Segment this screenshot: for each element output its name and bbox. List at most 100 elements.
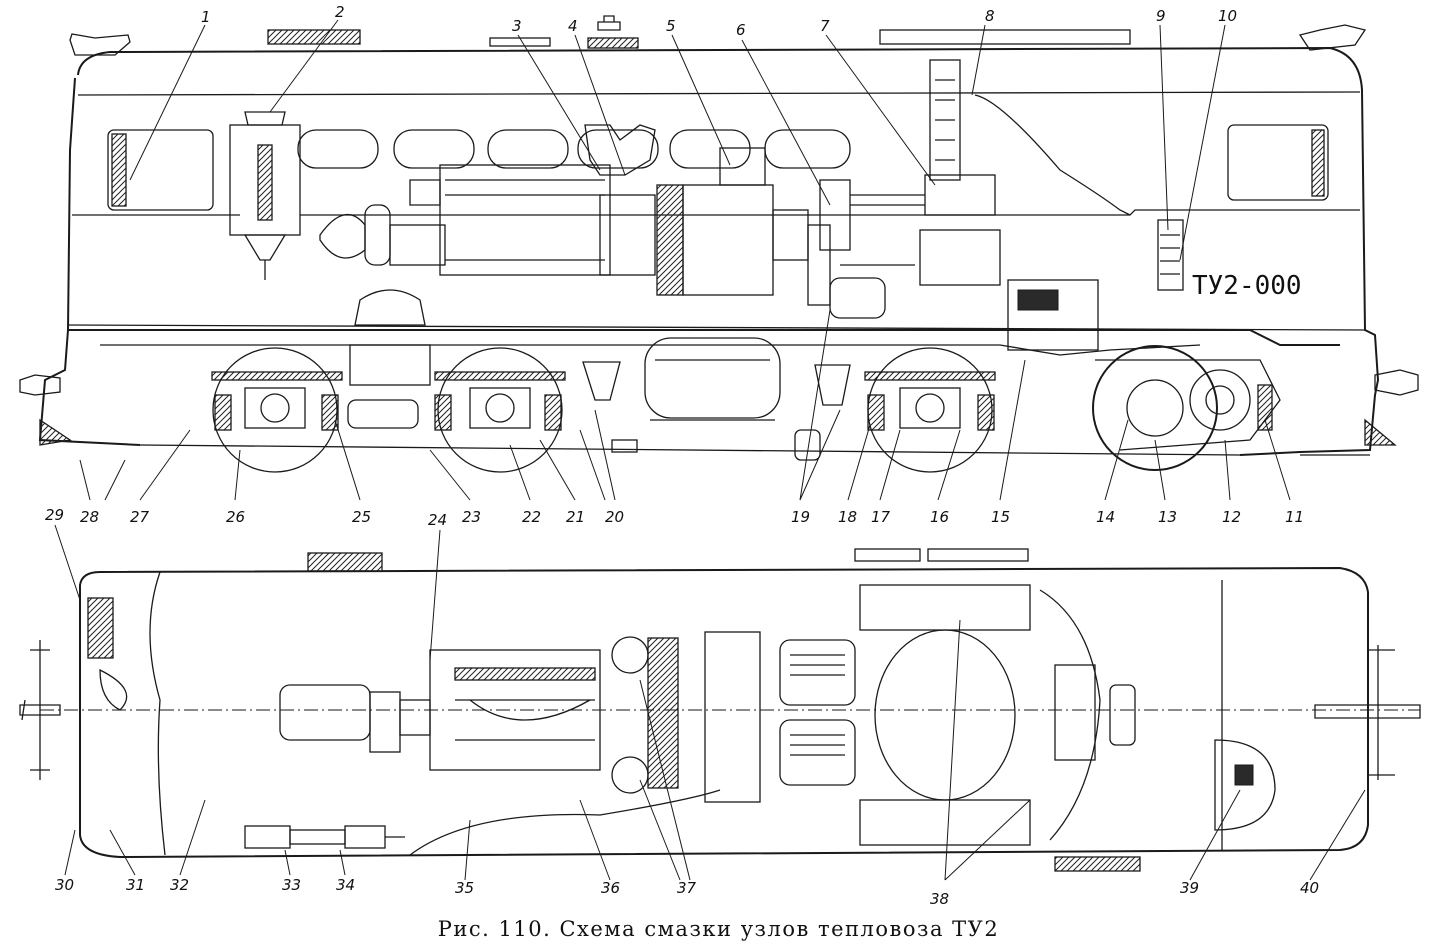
plan-radiator xyxy=(647,637,679,789)
roof-vent-left xyxy=(267,29,361,45)
axle-box-3 xyxy=(899,387,961,429)
cardan-shaft xyxy=(1157,219,1184,291)
side-view: ТУ2-000 xyxy=(19,15,1419,473)
callout-1: 1 xyxy=(201,8,211,26)
turbo xyxy=(599,194,656,276)
callout-14: 14 xyxy=(1096,508,1115,526)
plan-fuel-cap-top xyxy=(859,584,1031,631)
callout-35: 35 xyxy=(455,879,474,897)
callout-39: 39 xyxy=(1180,879,1199,897)
callout-15: 15 xyxy=(991,508,1010,526)
callout-23: 23 xyxy=(462,508,481,526)
axle-gearbox xyxy=(1007,279,1099,351)
callout-6: 6 xyxy=(736,21,746,39)
axle-box-1 xyxy=(244,387,306,429)
plan-roof-vent xyxy=(307,552,383,572)
callout-22: 22 xyxy=(522,508,541,526)
figure-caption: Рис. 110. Схема смазки узлов тепловоза Т… xyxy=(437,917,1000,941)
callout-29: 29 xyxy=(45,506,64,524)
callout-32: 32 xyxy=(170,876,189,894)
engine-flywheel xyxy=(364,204,391,266)
plan-coupler-left xyxy=(30,640,50,780)
body-window-5 xyxy=(669,129,751,169)
wheel-1 xyxy=(212,347,338,473)
callout-31: 31 xyxy=(126,876,145,894)
callout-37: 37 xyxy=(677,879,697,897)
callout-4: 4 xyxy=(568,17,578,35)
callout-26: 26 xyxy=(226,508,245,526)
leaf-spring-mid xyxy=(434,371,566,381)
radiator-core xyxy=(656,184,684,296)
horn-right xyxy=(1298,24,1367,51)
cab-marking: ТУ2-000 xyxy=(1192,271,1302,301)
axle-box-2 xyxy=(469,387,531,429)
plan-view xyxy=(19,548,1421,872)
sandbox-1 xyxy=(582,361,621,401)
buffer-left xyxy=(19,374,61,396)
callout-9: 9 xyxy=(1156,7,1166,25)
callout-33: 33 xyxy=(282,876,301,894)
callout-19: 19 xyxy=(791,508,810,526)
fan-gearbox xyxy=(924,174,996,216)
callout-34: 34 xyxy=(336,876,355,894)
callout-40: 40 xyxy=(1300,879,1319,897)
callout-38: 38 xyxy=(930,890,949,908)
plan-step-right xyxy=(1054,856,1141,872)
sandbox-2 xyxy=(814,364,851,406)
callout-16: 16 xyxy=(930,508,949,526)
callout-18: 18 xyxy=(838,508,857,526)
callout-8: 8 xyxy=(985,7,995,25)
plan-generator xyxy=(279,684,371,741)
gear-wheel xyxy=(1189,369,1251,431)
drive-wheel xyxy=(1092,345,1218,471)
plan-body-outline xyxy=(79,566,1369,859)
fan-shaft xyxy=(929,59,961,181)
roof-horn xyxy=(587,37,639,49)
callout-36: 36 xyxy=(601,879,620,897)
compressor xyxy=(829,277,886,319)
engine-block-front xyxy=(389,224,446,266)
callout-25: 25 xyxy=(352,508,371,526)
callout-7: 7 xyxy=(820,17,830,35)
leader-lines xyxy=(54,19,1366,881)
horn-left xyxy=(69,33,131,56)
callout-13: 13 xyxy=(1158,508,1177,526)
main-generator xyxy=(682,184,774,296)
body-window-3 xyxy=(487,129,569,169)
callout-11: 11 xyxy=(1285,508,1304,526)
wheel-2 xyxy=(437,347,563,473)
sand-dome xyxy=(354,289,426,326)
callout-30: 30 xyxy=(55,876,74,894)
callout-5: 5 xyxy=(666,17,676,35)
cab-window-right xyxy=(1227,124,1329,201)
wheel-3 xyxy=(867,347,993,473)
body-window-4 xyxy=(577,129,659,169)
callout-27: 27 xyxy=(130,508,150,526)
callout-17: 17 xyxy=(871,508,891,526)
callout-20: 20 xyxy=(605,508,624,526)
callout-12: 12 xyxy=(1222,508,1241,526)
brake-compressor-motor xyxy=(919,229,1001,286)
roof-box xyxy=(879,29,1131,45)
engine-block xyxy=(439,164,611,276)
plan-fuel-cap-bottom xyxy=(859,799,1031,846)
plan-fan xyxy=(874,629,1016,801)
plan-coupler-right xyxy=(1368,645,1395,780)
plan-cooler-1 xyxy=(779,639,856,706)
body-window-2 xyxy=(393,129,475,169)
callout-3: 3 xyxy=(512,17,522,35)
buffer-right xyxy=(1374,369,1419,396)
plan-drive-unit xyxy=(244,825,291,849)
callout-21: 21 xyxy=(566,508,585,526)
callout-labels: 1 2 3 4 5 6 7 8 9 10 11 12 13 14 15 16 1… xyxy=(45,3,1319,908)
fuel-tank xyxy=(644,337,781,419)
callout-24: 24 xyxy=(428,511,447,529)
callout-10: 10 xyxy=(1218,7,1237,25)
leaf-spring-right xyxy=(864,371,996,381)
body-window-1 xyxy=(297,129,379,169)
callout-28: 28 xyxy=(80,508,99,526)
side-body-outline xyxy=(38,46,1380,456)
plan-engine-block xyxy=(429,649,601,771)
cab-window-left xyxy=(107,129,214,211)
